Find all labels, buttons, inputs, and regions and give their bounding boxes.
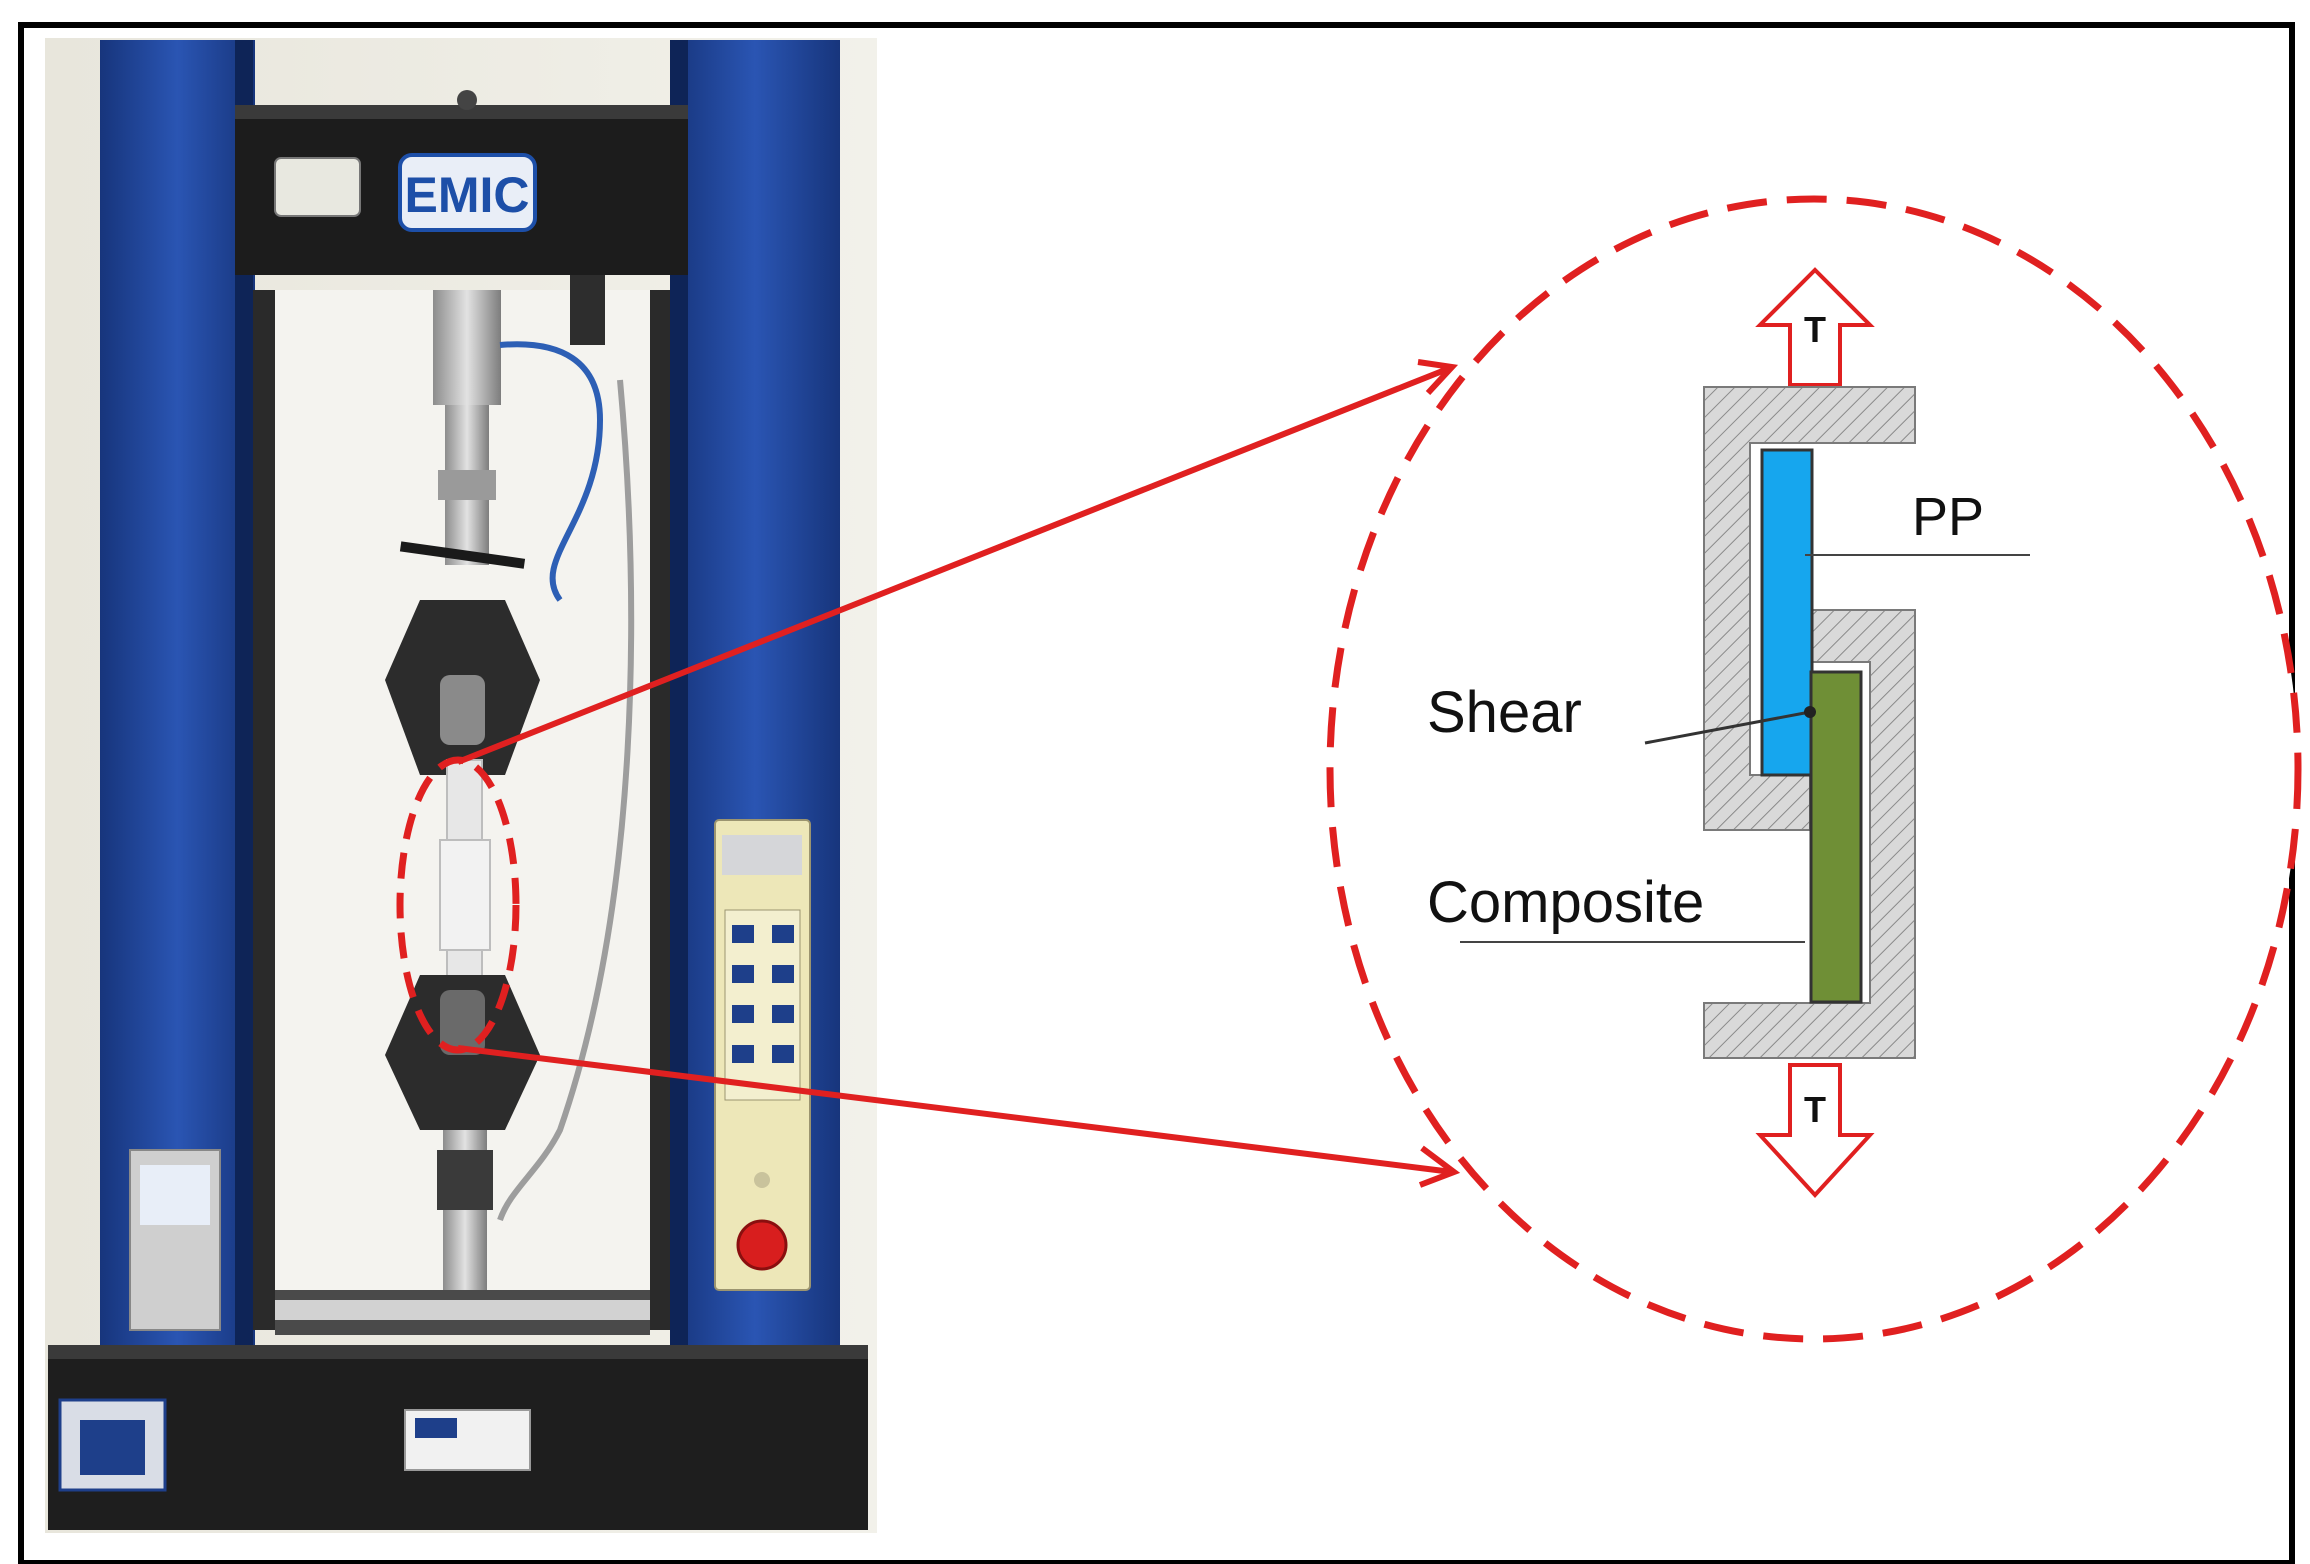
- base-top-edge: [48, 1345, 868, 1359]
- emic-logo-text: EMIC: [405, 167, 530, 223]
- zoom-line-bottom: [457, 1045, 1453, 1175]
- base-center-label-logo: [415, 1418, 457, 1438]
- upper-grip-diagram: [1703, 386, 1916, 831]
- zoom-line-top: [456, 365, 1452, 765]
- bottom-force-arrow: [1755, 1063, 1875, 1198]
- zoom-arrow-top: [1417, 359, 1459, 396]
- crosshead-top: [235, 105, 688, 119]
- specimen-overlap: [439, 839, 491, 951]
- lower-grip-slot: [440, 990, 485, 1055]
- composite-label: Composite: [1427, 870, 1704, 935]
- top-force-arrow: [1755, 267, 1875, 387]
- crosshead-bolt: [457, 90, 477, 110]
- zoom-arrow-bottom: [1418, 1145, 1461, 1188]
- base-left-label-inner: [80, 1420, 145, 1475]
- emic-logo-badge: [398, 153, 537, 232]
- panel-key-5: [732, 1005, 754, 1023]
- emergency-stop-button: [736, 1219, 788, 1271]
- left-blue-column: [100, 40, 255, 1350]
- composite-layer: [1809, 670, 1863, 1004]
- table-front: [275, 1300, 650, 1320]
- inner-left-rail: [253, 290, 275, 1330]
- panel-key-3: [732, 965, 754, 983]
- grip-handle: [399, 541, 526, 569]
- panel-display: [722, 835, 802, 875]
- pp-layer: [1760, 448, 1814, 777]
- load-cell: [433, 290, 501, 405]
- right-column-strip: [670, 40, 688, 1350]
- upper-rod-collar: [438, 470, 496, 500]
- connector: [570, 275, 605, 345]
- panel-key-7: [732, 1045, 754, 1063]
- inner-right-rail: [650, 290, 670, 1330]
- shear-point: [1804, 706, 1816, 718]
- panel-key-6: [772, 1005, 794, 1023]
- grey-cable: [497, 379, 635, 1222]
- left-column-strip: [235, 40, 253, 1350]
- top-force-label: T: [1804, 309, 1826, 350]
- shear-label: Shear: [1427, 680, 1582, 745]
- panel-key-8: [772, 1045, 794, 1063]
- sticker: [274, 157, 361, 217]
- upper-grip-slot: [440, 675, 485, 745]
- column-plate-logo: [140, 1165, 210, 1225]
- lower-rod-collar: [437, 1150, 493, 1210]
- bottom-force-label: T: [1804, 1089, 1826, 1130]
- panel-key-2: [772, 925, 794, 943]
- panel-indicator: [754, 1172, 770, 1188]
- panel-key-1: [732, 925, 754, 943]
- panel-key-4: [772, 965, 794, 983]
- blue-cable: [499, 341, 604, 602]
- shear-leader: [1644, 710, 1811, 745]
- pp-label: PP: [1912, 487, 1984, 547]
- shear-specimen-diagram: T T PP Shear Composite: [1427, 267, 2030, 1198]
- testing-machine-photo: EMIC: [45, 38, 877, 1533]
